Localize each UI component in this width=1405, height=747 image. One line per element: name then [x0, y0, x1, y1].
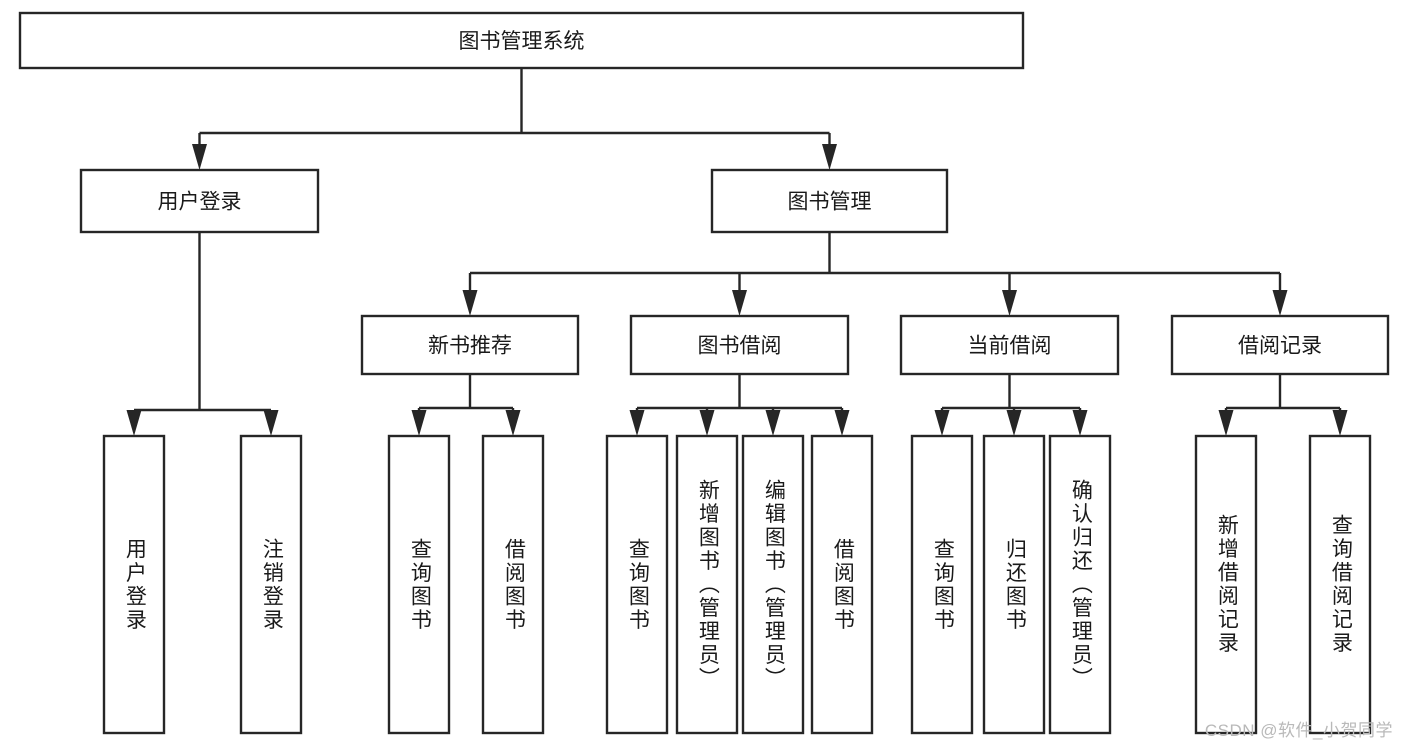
connector-lines: [126, 68, 1348, 436]
node-box-level3[interactable]: [1170, 314, 1390, 376]
arrow-head-icon: [462, 290, 478, 316]
node-box-leaf[interactable]: [387, 434, 451, 735]
node-box-root[interactable]: [18, 11, 1025, 70]
node-box-leaf[interactable]: [605, 434, 669, 735]
arrow-head-icon: [505, 410, 521, 436]
node-box-level3[interactable]: [629, 314, 850, 376]
node-label-level3: 当前借阅: [968, 335, 1052, 358]
arrow-head-icon: [1332, 410, 1348, 436]
node-box-leaf[interactable]: [675, 434, 739, 735]
node-box-leaf[interactable]: [910, 434, 974, 735]
node-label-level3: 新书推荐: [428, 335, 512, 358]
node-box-leaf[interactable]: [1308, 434, 1372, 735]
node-box-level3[interactable]: [360, 314, 580, 376]
node-box-leaf[interactable]: [982, 434, 1046, 735]
arrow-head-icon: [732, 290, 747, 316]
arrow-head-icon: [1272, 290, 1288, 316]
arrow-head-icon: [1218, 410, 1234, 436]
node-label-level3: 图书借阅: [698, 335, 782, 358]
node-box-leaf[interactable]: [102, 434, 166, 735]
arrow-head-icon: [411, 410, 427, 436]
arrow-head-icon: [1006, 410, 1022, 436]
node-box-leaf[interactable]: [741, 434, 805, 735]
node-boxes: [18, 11, 1390, 735]
node-box-level3[interactable]: [899, 314, 1120, 376]
arrow-head-icon: [629, 410, 645, 436]
arrow-head-icon: [822, 144, 837, 170]
node-box-leaf[interactable]: [1048, 434, 1112, 735]
arrow-head-icon: [192, 144, 207, 170]
node-box-leaf[interactable]: [481, 434, 545, 735]
node-box-level2[interactable]: [79, 168, 320, 234]
arrow-head-icon: [765, 410, 781, 436]
arrow-head-icon: [1002, 290, 1017, 316]
arrow-head-icon: [1072, 410, 1088, 436]
node-label-root: 图书管理系统: [459, 30, 585, 53]
arrow-head-icon: [934, 410, 950, 436]
node-label-level3: 借阅记录: [1238, 335, 1322, 358]
arrow-head-icon: [126, 410, 142, 436]
node-box-leaf[interactable]: [810, 434, 874, 735]
node-box-leaf[interactable]: [1194, 434, 1258, 735]
arrow-head-icon: [699, 410, 715, 436]
node-label-level2: 用户登录: [158, 191, 242, 214]
csdn-watermark: CSDN @软件_小贺同学: [1204, 721, 1393, 740]
node-box-level2[interactable]: [710, 168, 949, 234]
node-label-level2: 图书管理: [788, 191, 872, 214]
node-box-leaf[interactable]: [239, 434, 303, 735]
arrow-head-icon: [263, 410, 279, 436]
arrow-head-icon: [834, 410, 850, 436]
